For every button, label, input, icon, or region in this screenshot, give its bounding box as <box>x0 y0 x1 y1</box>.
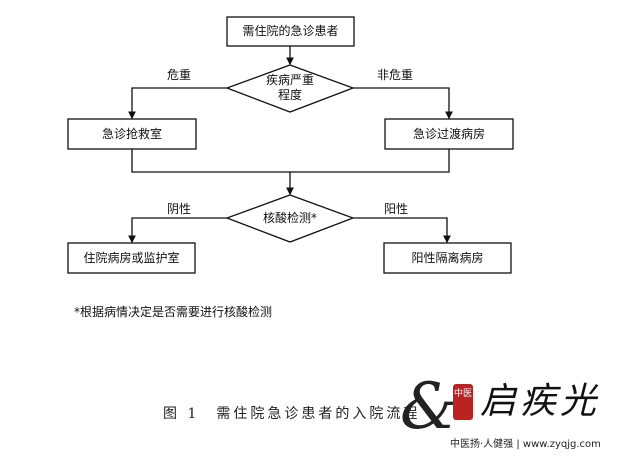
label-positive: 阳性 <box>384 202 409 216</box>
start-label: 需住院的急诊患者 <box>242 24 339 38</box>
decision-nucleic-test <box>225 194 355 243</box>
watermark-logo: & 中医 启疾光 中医扬·人健强 | www.zyqjg.com <box>398 362 635 462</box>
decision-severity-line1: 疾病严重 <box>265 73 314 87</box>
emergency-rescue-label: 急诊抢救室 <box>101 126 162 141</box>
box-isolation-ward <box>383 242 512 274</box>
decision-nucleic-label: 核酸检测* <box>262 210 317 225</box>
box-transition-ward <box>384 118 514 150</box>
decision-severity-label: 疾病严重 程度 <box>240 72 340 104</box>
decision-severity-line2: 程度 <box>277 88 302 102</box>
inpatient-ward-label: 住院病房或监护室 <box>83 250 180 265</box>
start-box <box>226 16 355 47</box>
dragon-logo-icon: & <box>400 370 457 444</box>
isolation-ward-label: 阳性隔离病房 <box>411 250 484 265</box>
box-inpatient-ward <box>67 242 196 274</box>
transition-ward-label: 急诊过渡病房 <box>412 126 485 141</box>
label-critical: 危重 <box>167 68 192 82</box>
label-negative: 阴性 <box>167 202 192 216</box>
figure-caption: 图 1 需住院急诊患者的入院流程 <box>163 406 421 422</box>
decision-severity <box>225 64 355 113</box>
watermark-brand: 启疾光 <box>480 381 601 422</box>
label-non-critical: 非危重 <box>377 68 414 82</box>
seal-icon: 中医 <box>453 384 473 420</box>
footnote: *根据病情决定是否需要进行核酸检测 <box>74 305 273 319</box>
watermark-slogan: 中医扬·人健强 | www.zyqjg.com <box>450 439 601 450</box>
